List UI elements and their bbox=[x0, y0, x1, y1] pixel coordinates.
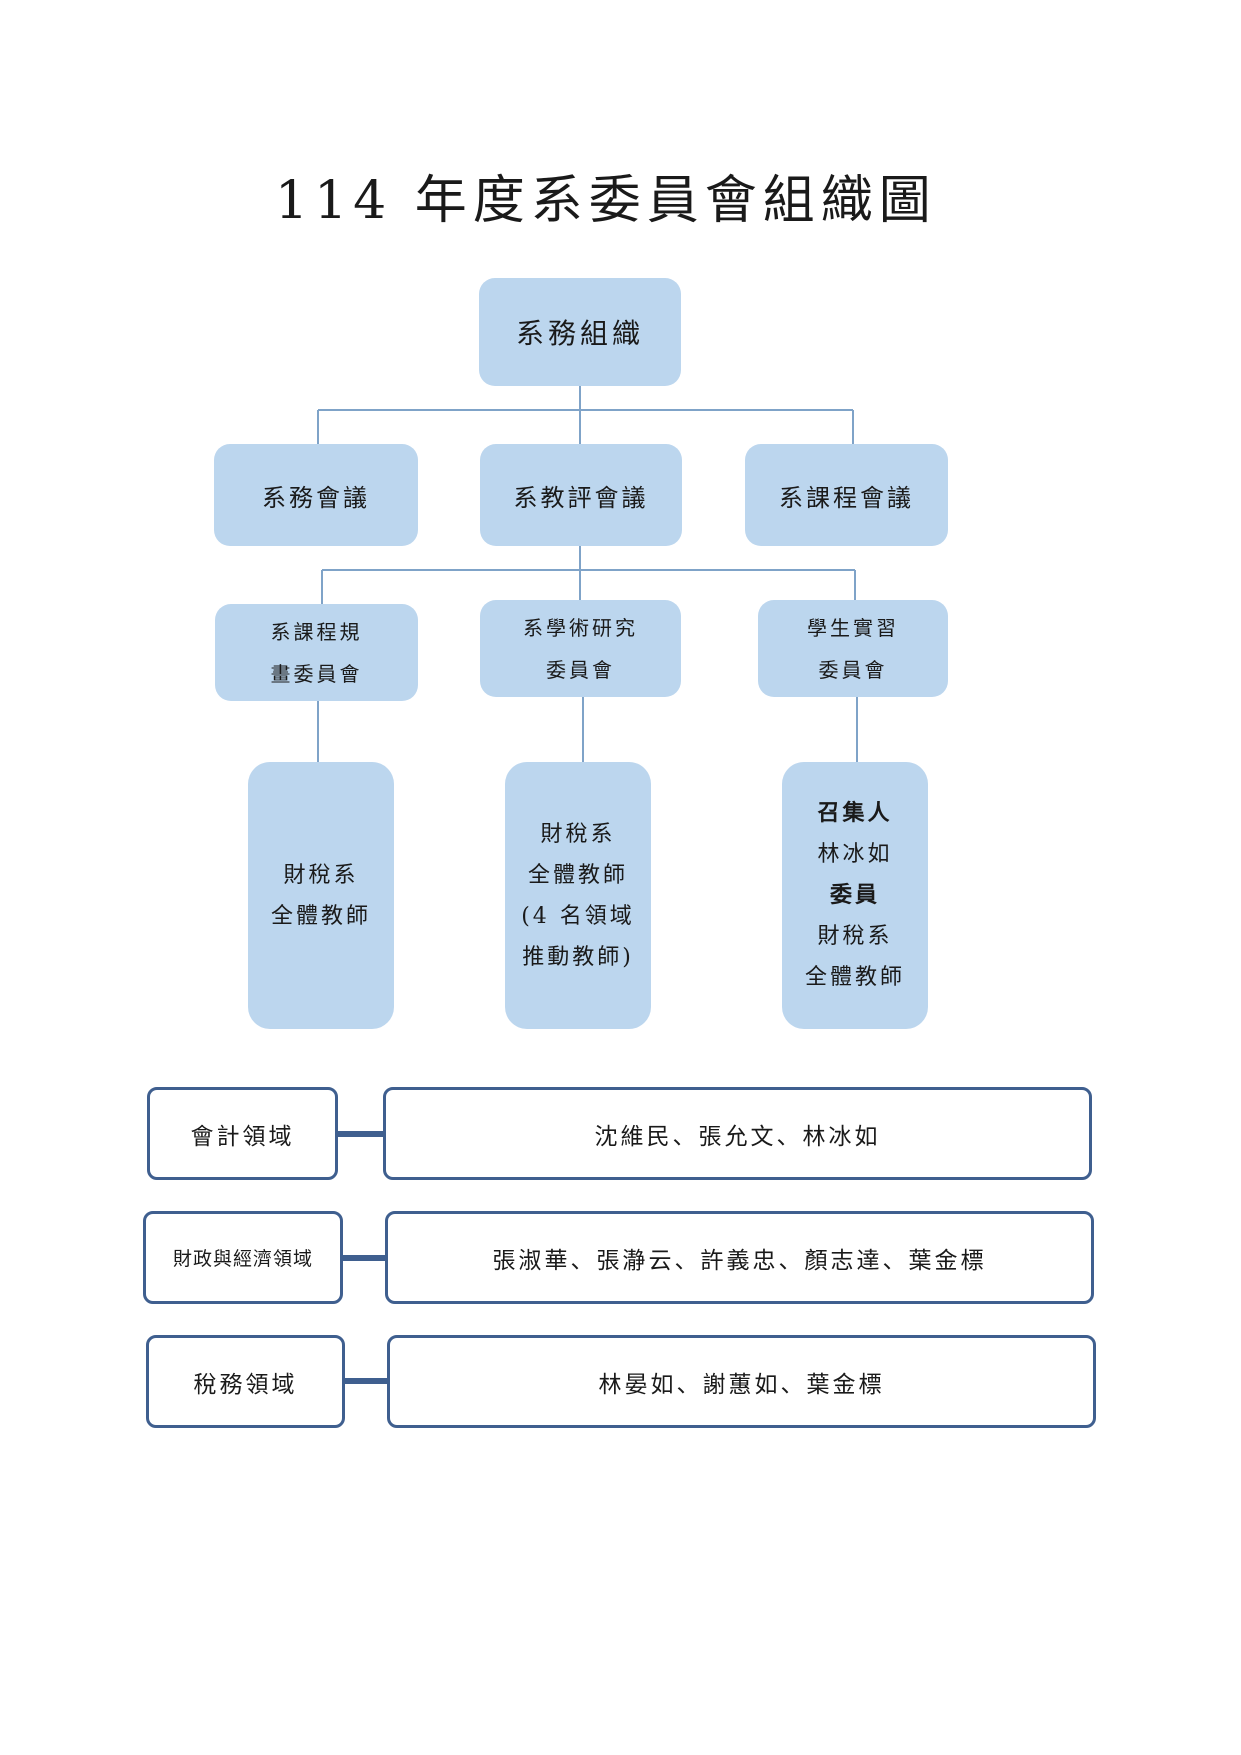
level4-text: 林冰如 bbox=[817, 842, 893, 867]
level4-text: 財稅系 bbox=[283, 862, 359, 888]
field-members-text: 沈維民、張允文、林冰如 bbox=[594, 1123, 881, 1150]
field-label-accounting: 會計領域 bbox=[147, 1087, 338, 1180]
level4-text: 全體教師 bbox=[804, 965, 905, 990]
level2-label: 系教評會議 bbox=[513, 483, 649, 512]
level4-text: 推動教師) bbox=[522, 944, 634, 970]
level3-label: 系學術研究 bbox=[523, 615, 638, 640]
page-title: 114 年度系委員會組織圖 bbox=[275, 171, 937, 231]
level4-text: 全體教師 bbox=[527, 862, 628, 888]
level3-node-academic-research: 系學術研究 委員會 bbox=[480, 600, 681, 697]
field-members-finance-economics: 張淑華、張瀞云、許義忠、顏志達、葉金標 bbox=[385, 1211, 1094, 1304]
level4-text: 全體教師 bbox=[270, 903, 371, 929]
level2-node-dept-meeting: 系務會議 bbox=[214, 444, 418, 546]
field-label-text: 財政與經濟領域 bbox=[172, 1248, 313, 1270]
field-label-text: 會計領域 bbox=[190, 1123, 295, 1150]
top-node: 系務組織 bbox=[479, 278, 681, 386]
level4-node-right: 召集人 林冰如 委員 財稅系 全體教師 bbox=[782, 762, 928, 1029]
level3-label: 學生實習 bbox=[807, 615, 899, 640]
level3-node-internship: 學生實習 委員會 bbox=[758, 600, 948, 697]
level4-role-convener: 召集人 bbox=[817, 800, 893, 826]
level4-node-middle: 財稅系 全體教師 (4 名領域 推動教師) bbox=[505, 762, 651, 1029]
field-members-text: 張淑華、張瀞云、許義忠、顏志達、葉金標 bbox=[492, 1247, 987, 1274]
level3-label: 委員會 bbox=[546, 657, 615, 682]
field-label-text: 稅務領域 bbox=[193, 1371, 298, 1398]
field-label-taxation: 稅務領域 bbox=[146, 1335, 345, 1428]
level4-node-left: 財稅系 全體教師 bbox=[248, 762, 394, 1029]
field-label-finance-economics: 財政與經濟領域 bbox=[143, 1211, 343, 1304]
level4-role-members: 委員 bbox=[829, 882, 880, 908]
level4-text: (4 名領域 bbox=[521, 903, 635, 929]
level2-node-curriculum-meeting: 系課程會議 bbox=[745, 444, 948, 546]
level4-text: 財稅系 bbox=[817, 924, 893, 949]
field-members-text: 林晏如、謝蕙如、葉金標 bbox=[598, 1371, 885, 1398]
level4-text: 財稅系 bbox=[540, 821, 616, 847]
level2-node-faculty-review: 系教評會議 bbox=[480, 444, 682, 546]
level3-label: 畫委員會 bbox=[270, 661, 363, 686]
field-members-accounting: 沈維民、張允文、林冰如 bbox=[383, 1087, 1092, 1180]
top-node-label: 系務組織 bbox=[515, 317, 644, 350]
level3-node-curriculum-planning: 系課程規 畫委員會 bbox=[215, 604, 418, 701]
level2-label: 系課程會議 bbox=[779, 483, 914, 512]
level3-label: 委員會 bbox=[818, 657, 888, 682]
level3-label: 系課程規 bbox=[270, 619, 363, 644]
level2-label: 系務會議 bbox=[262, 483, 370, 512]
field-members-taxation: 林晏如、謝蕙如、葉金標 bbox=[387, 1335, 1096, 1428]
